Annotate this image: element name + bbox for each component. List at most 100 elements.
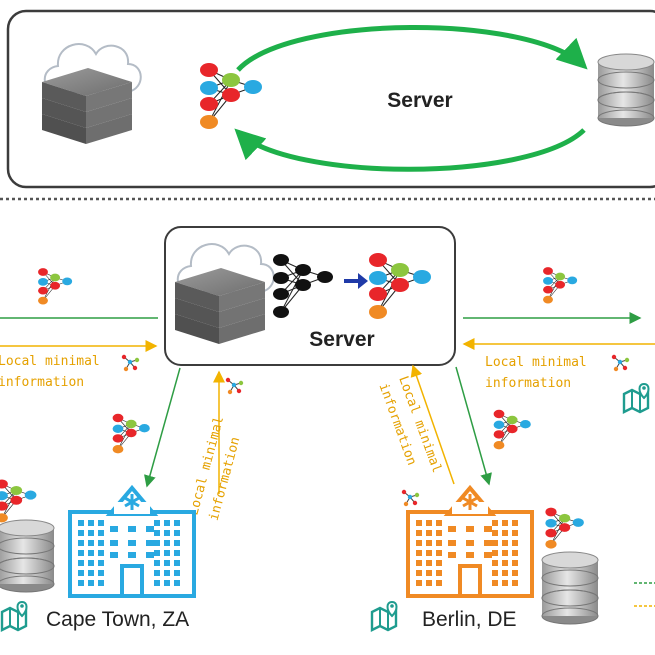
hospital-window xyxy=(154,560,160,566)
hospital-window xyxy=(164,550,170,556)
hospital-window xyxy=(502,560,508,566)
hospital-window xyxy=(78,570,84,576)
hospital-window xyxy=(88,550,94,556)
model-to-right-icon xyxy=(542,266,578,304)
hospital-window xyxy=(154,540,160,546)
hospital-window xyxy=(426,550,432,556)
hospital-window xyxy=(88,570,94,576)
hospital-window xyxy=(492,580,498,586)
hospital-window xyxy=(98,570,104,576)
hospital-window xyxy=(484,552,492,558)
hospital-window xyxy=(154,570,160,576)
hospital-window xyxy=(512,570,518,576)
left-horizontal-label: Local minimal information xyxy=(0,354,108,390)
hospital-window xyxy=(174,530,180,536)
cape-town-map-icon xyxy=(0,600,28,632)
hospital-window xyxy=(98,520,104,526)
cape-town-local-model-icon xyxy=(0,479,37,523)
cape-town-database-icon xyxy=(0,519,55,593)
hospital-window xyxy=(146,552,154,558)
hospital-window xyxy=(436,540,442,546)
hospital-window xyxy=(502,580,508,586)
hospital-window xyxy=(416,560,422,566)
hospital-window xyxy=(502,550,508,556)
hospital-window xyxy=(78,580,84,586)
hospital-window xyxy=(164,530,170,536)
central-server-label: Server xyxy=(309,328,374,351)
hospital-window xyxy=(128,540,136,546)
cape-town-site: Cape Town, ZA xyxy=(0,479,196,632)
top-panel: Server xyxy=(6,9,655,189)
berlin-database-icon xyxy=(541,551,599,625)
hospital-window xyxy=(174,580,180,586)
right-info-graph-icon xyxy=(611,354,630,372)
hospital-window xyxy=(88,560,94,566)
hospital-window xyxy=(492,520,498,526)
hospital-window xyxy=(492,550,498,556)
left-horizontal-flow: Local minimal information xyxy=(0,267,158,390)
hospital-window xyxy=(164,560,170,566)
hospital-window xyxy=(416,530,422,536)
top-server-label: Server xyxy=(387,89,452,112)
hospital-window xyxy=(88,540,94,546)
hospital-window xyxy=(128,526,136,532)
hospital-window xyxy=(416,540,422,546)
model-transfer-arrow xyxy=(344,273,368,289)
hospital-window xyxy=(78,540,84,546)
hospital-window xyxy=(110,552,118,558)
hospital-window xyxy=(98,550,104,556)
hospital-window xyxy=(110,526,118,532)
hospital-window xyxy=(426,520,432,526)
top-cycle-arrow-lower xyxy=(234,128,586,172)
hospital-window xyxy=(426,530,432,536)
hospital-window xyxy=(426,580,432,586)
hospital-window xyxy=(484,540,492,546)
hospital-window xyxy=(154,530,160,536)
hospital-window xyxy=(492,530,498,536)
cape-town-info-graph-icon xyxy=(225,377,244,395)
hospital-window xyxy=(98,580,104,586)
hospital-window xyxy=(146,526,154,532)
hospital-window xyxy=(466,540,474,546)
hospital-window xyxy=(416,570,422,576)
top-cycle-arrow-upper xyxy=(236,25,588,72)
berlin-hospital-windows xyxy=(416,520,518,586)
hospital-window xyxy=(98,530,104,536)
hospital-window xyxy=(88,580,94,586)
hospital-window xyxy=(502,530,508,536)
hospital-window xyxy=(78,530,84,536)
hospital-window xyxy=(416,520,422,526)
hospital-window xyxy=(466,552,474,558)
cape-town-vertical-label: Local minimal information xyxy=(186,407,249,522)
hospital-window xyxy=(436,570,442,576)
legend-fragment xyxy=(634,582,655,607)
hospital-window xyxy=(154,550,160,556)
hospital-window xyxy=(492,540,498,546)
hospital-window xyxy=(512,520,518,526)
hospital-window xyxy=(448,540,456,546)
hospital-window xyxy=(512,550,518,556)
hospital-window xyxy=(466,526,474,532)
hospital-window xyxy=(436,550,442,556)
model-to-berlin-icon xyxy=(493,409,532,450)
hospital-window xyxy=(174,550,180,556)
right-horizontal-flow: Local minimal information xyxy=(462,266,655,414)
hospital-window xyxy=(174,540,180,546)
hospital-window xyxy=(78,520,84,526)
hospital-window xyxy=(436,560,442,566)
hospital-window xyxy=(416,550,422,556)
hospital-window xyxy=(484,526,492,532)
hospital-window xyxy=(512,540,518,546)
top-panel-frame xyxy=(6,9,655,189)
hospital-window xyxy=(154,580,160,586)
right-horizontal-label: Local minimal information xyxy=(485,355,595,391)
hospital-window xyxy=(110,540,118,546)
model-to-cape-town-icon xyxy=(112,413,151,454)
hospital-window xyxy=(164,520,170,526)
hospital-window xyxy=(426,570,432,576)
berlin-local-model-icon xyxy=(545,507,585,549)
cape-town-hospital-windows xyxy=(78,520,180,586)
berlin-site: Berlin, DE xyxy=(370,486,599,632)
hospital-window xyxy=(88,520,94,526)
hospital-window xyxy=(502,540,508,546)
